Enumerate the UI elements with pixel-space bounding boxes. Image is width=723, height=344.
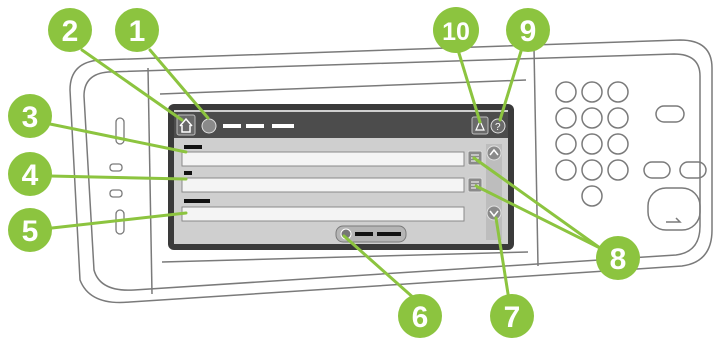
keypad-key[interactable] <box>582 82 602 102</box>
keypad-key[interactable] <box>556 82 576 102</box>
scroll-up-button[interactable] <box>487 146 501 160</box>
field-label-bar <box>184 171 192 175</box>
bezel-line-bottom <box>162 252 528 262</box>
panel-divider-right <box>534 48 538 266</box>
to-field[interactable] <box>182 178 464 192</box>
keypad-key[interactable] <box>582 134 602 154</box>
keypad-key[interactable] <box>582 160 602 180</box>
callout-number-3: 3 <box>22 101 39 134</box>
keypad-key[interactable] <box>582 186 602 206</box>
from-field[interactable] <box>182 152 464 166</box>
keypad-key[interactable] <box>582 108 602 128</box>
side-button[interactable] <box>644 162 670 178</box>
callout-number-2: 2 <box>62 15 79 48</box>
title-text-block <box>246 124 264 128</box>
indicator-light-1 <box>110 164 122 171</box>
indicator-light-2 <box>110 190 122 197</box>
globe-icon <box>202 119 216 133</box>
start-button-arrow <box>666 218 680 222</box>
numeric-keypad <box>556 82 706 230</box>
panel-divider-left <box>148 68 152 294</box>
field-label-bar <box>184 199 210 203</box>
send-button-text-block <box>377 232 401 236</box>
callout-number-9: 9 <box>520 15 537 48</box>
keypad-key[interactable] <box>556 134 576 154</box>
callout-number-1: 1 <box>129 15 146 48</box>
callout-number-5: 5 <box>22 215 39 248</box>
callout-line-2 <box>82 50 182 120</box>
side-button[interactable] <box>656 106 684 122</box>
callout-number-4: 4 <box>22 159 39 192</box>
scroll-down-button[interactable] <box>487 206 501 220</box>
field-label-bar <box>184 145 202 149</box>
keypad-key[interactable] <box>608 108 628 128</box>
send-button-text-block <box>355 232 373 236</box>
side-button[interactable] <box>680 162 706 178</box>
keypad-key[interactable] <box>608 160 628 180</box>
title-text-block <box>223 124 241 128</box>
start-button[interactable] <box>648 188 700 230</box>
callout-number-10: 10 <box>442 18 470 46</box>
callout-number-6: 6 <box>412 301 429 334</box>
title-text-block <box>272 124 294 128</box>
keypad-key[interactable] <box>556 160 576 180</box>
keypad-key[interactable] <box>608 134 628 154</box>
callout-line-5 <box>52 213 186 228</box>
callout-line-4 <box>50 176 186 179</box>
keypad-key[interactable] <box>608 82 628 102</box>
subject-field[interactable] <box>182 207 464 221</box>
keypad-key[interactable] <box>556 108 576 128</box>
callout-number-7: 7 <box>504 301 521 334</box>
callout-number-8: 8 <box>610 243 627 276</box>
callout-line-3 <box>50 124 186 152</box>
help-icon: ? <box>495 122 501 133</box>
